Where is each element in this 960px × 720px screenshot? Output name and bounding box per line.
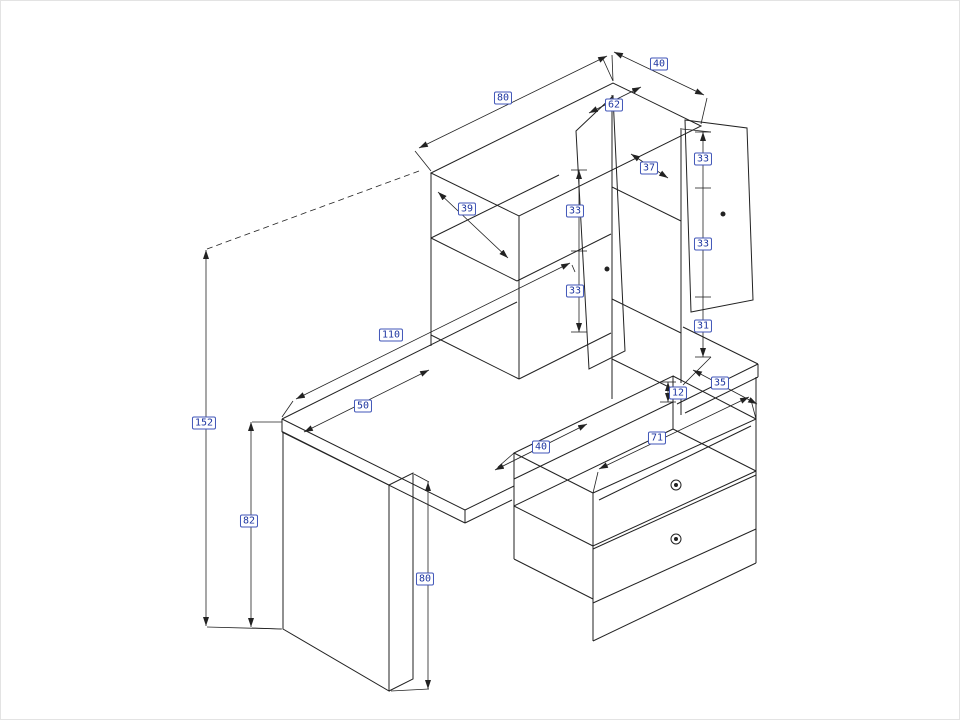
pedestal-lines xyxy=(282,431,414,692)
extension-lines xyxy=(206,54,757,692)
dim-line-drawer-width xyxy=(598,396,750,470)
dim-label-left-top-gap: 33 xyxy=(565,204,585,218)
dim-label-desk-return: 50 xyxy=(353,399,373,413)
dim-label-hutch-depth: 40 xyxy=(649,57,669,71)
dim-label-cabinet-shelf-depth: 37 xyxy=(639,161,659,175)
dim-line-shelf-depth xyxy=(437,191,509,259)
pedestal-front-face xyxy=(282,431,390,692)
hutch-bottom-front xyxy=(430,334,520,380)
dim-label-desk-height: 80 xyxy=(415,572,435,586)
dim-label-cabinet-mid-gap: 33 xyxy=(693,237,713,251)
dim-label-overall-height: 152 xyxy=(191,416,217,430)
bottom-drawer-top xyxy=(592,474,757,550)
cabinet-left-door xyxy=(575,94,626,370)
corner-shelf-back xyxy=(516,233,612,282)
bottom-drawer-bottom xyxy=(592,528,757,604)
drawer-unit-lines xyxy=(513,375,757,642)
dim-label-unit-depth: 35 xyxy=(710,376,730,390)
dim-label-left-bottom-gap: 33 xyxy=(565,284,585,298)
dim-label-cabinet-bottom-gap: 31 xyxy=(693,319,713,333)
unit-base-edge xyxy=(592,562,757,642)
dim-label-cabinet-top-gap: 33 xyxy=(693,152,713,166)
drawer-rail-bottom-right xyxy=(672,428,757,472)
drawer-rail-bottom-left xyxy=(513,505,594,547)
dim-label-door-width: 62 xyxy=(604,98,624,112)
desk-back-right-edge xyxy=(682,326,759,365)
cabinet-shelf-2 xyxy=(611,298,682,334)
dim-label-pedestal-height: 82 xyxy=(239,514,259,528)
cabinet-right-door xyxy=(684,119,754,313)
top-drawer-knob-dot xyxy=(674,483,678,487)
desk-lines xyxy=(281,301,759,524)
dim-label-gap: 12 xyxy=(668,386,688,400)
cabinet-shelf-1 xyxy=(611,186,682,222)
left-door-knob xyxy=(604,266,610,272)
hutch-top-face xyxy=(429,82,703,217)
dim-line-hutch-width xyxy=(418,55,608,149)
corner-shelf-wall xyxy=(430,174,560,239)
height-reference-dashed xyxy=(206,170,420,250)
dim-line-desk-width xyxy=(295,262,571,400)
corner-shelf-front xyxy=(430,237,518,282)
right-door-knob xyxy=(720,211,726,217)
hutch-bottom-back xyxy=(518,332,612,380)
dim-label-desk-width: 110 xyxy=(378,328,404,342)
dim-label-drawer-width: 71 xyxy=(647,431,667,445)
pedestal-side-face xyxy=(388,472,414,692)
desk-front-left-edge xyxy=(281,418,466,511)
dim-line-hutch-depth xyxy=(613,51,705,96)
carcass-left-bottom xyxy=(513,558,594,600)
bottom-drawer-knob-dot xyxy=(674,537,678,541)
dim-label-shelf-depth: 39 xyxy=(457,202,477,216)
dim-label-drawer-depth: 40 xyxy=(531,440,551,454)
dim-label-hutch-width: 80 xyxy=(493,91,513,105)
